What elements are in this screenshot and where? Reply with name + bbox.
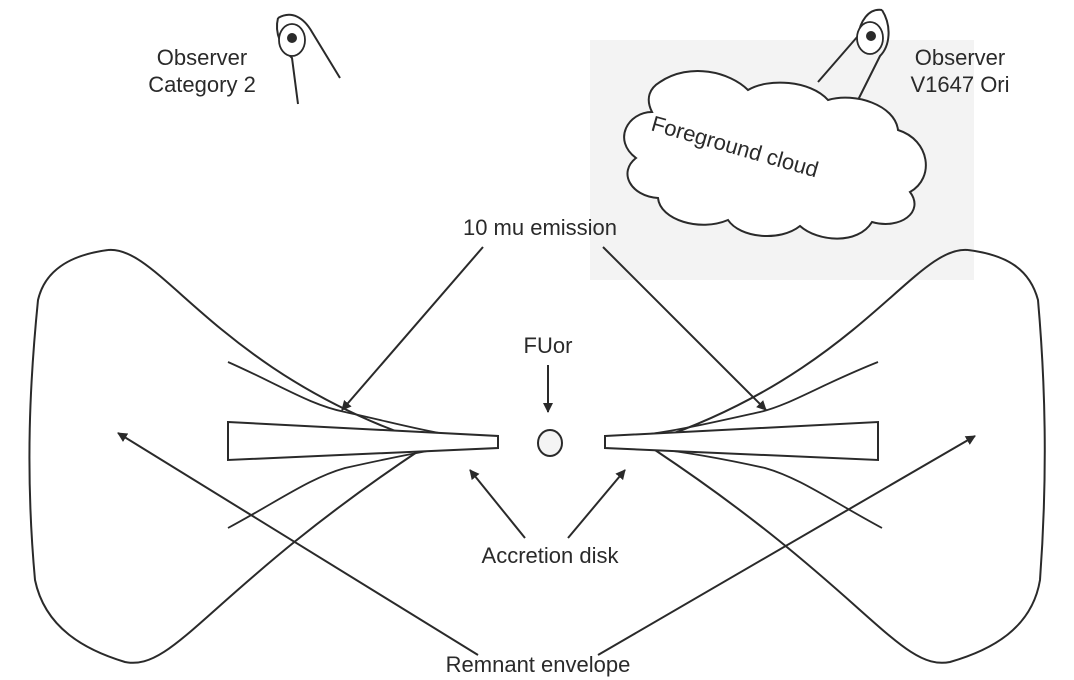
envelope-arrow-left (117, 432, 479, 656)
left-envelope-outline (28, 249, 421, 664)
accretion-disk-label: Accretion disk (481, 543, 619, 568)
observer-left-label: Observer Category 2 (128, 44, 276, 98)
eye-icon (276, 13, 341, 105)
remnant-envelope-label: Remnant envelope (445, 652, 631, 677)
right-disk-wedge (604, 420, 879, 462)
left-disk-wedge (227, 420, 499, 462)
disk-arrow-right (567, 469, 626, 539)
observer-right-line1: Observer (914, 45, 1006, 70)
fuor-label: FUor (523, 333, 573, 358)
left-inner-flare-upper (227, 361, 446, 435)
eye-icon (817, 8, 890, 101)
observer-left-line2: Category 2 (148, 72, 256, 97)
emission-arrow-left (341, 246, 484, 411)
observer-left-line1: Observer (156, 45, 248, 70)
right-envelope-outline (654, 249, 1046, 664)
right-inner-flare-lower (649, 447, 883, 529)
fuor-star (537, 429, 563, 457)
emission-label: 10 mu emission (462, 215, 618, 240)
observer-right-line2: V1647 Ori (910, 72, 1010, 97)
disk-arrow-left (469, 469, 526, 539)
observer-right-label: Observer V1647 Ori (890, 44, 1030, 98)
cloud-shape (623, 70, 927, 240)
envelope-arrow-right (597, 435, 976, 656)
emission-arrow-right (602, 246, 767, 411)
right-inner-flare-upper (649, 361, 879, 435)
left-inner-flare-lower (227, 447, 446, 529)
left-envelope-upper (107, 248, 421, 441)
right-envelope-upper (654, 248, 969, 441)
